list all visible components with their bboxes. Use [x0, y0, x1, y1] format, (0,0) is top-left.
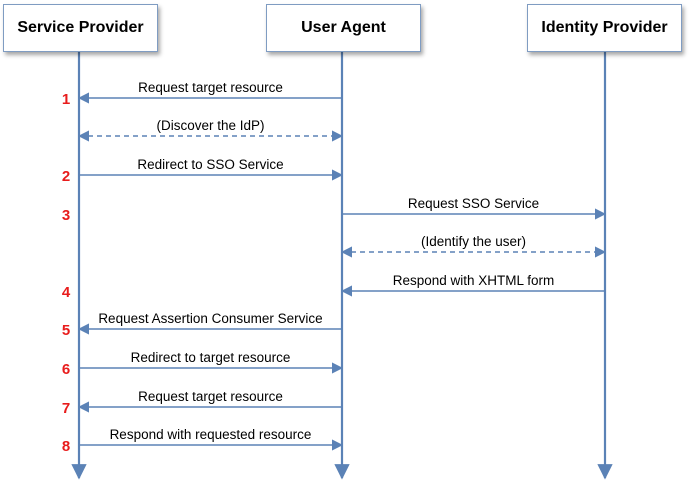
message-7: Request Assertion Consumer Service 5	[62, 311, 342, 339]
actor-identity-provider: Identity Provider	[527, 4, 682, 52]
message-5: (Identify the user)	[340, 234, 607, 258]
message-4: Request SSO Service 3	[62, 196, 607, 224]
message-label: Redirect to target resource	[131, 350, 291, 365]
message-label: Redirect to SSO Service	[137, 157, 283, 172]
message-label: (Identify the user)	[421, 234, 526, 249]
step-number: 8	[62, 438, 70, 455]
message-2: (Discover the IdP)	[77, 118, 344, 142]
step-number: 5	[62, 322, 70, 339]
step-number: 2	[62, 168, 70, 185]
message-label: (Discover the IdP)	[156, 118, 264, 133]
step-number: 6	[62, 361, 70, 378]
message-10: Respond with requested resource 8	[62, 427, 344, 455]
message-label: Request target resource	[138, 389, 283, 404]
message-label: Respond with XHTML form	[393, 273, 555, 288]
step-number: 3	[62, 207, 70, 224]
step-number: 1	[62, 91, 70, 108]
message-3: Redirect to SSO Service 2	[62, 157, 344, 185]
actor-label-service-provider: Service Provider	[17, 19, 144, 36]
message-8: Redirect to target resource 6	[62, 350, 344, 378]
actor-user-agent: User Agent	[266, 4, 421, 52]
step-number: 7	[62, 400, 70, 417]
message-6: Respond with XHTML form 4	[62, 273, 605, 301]
message-label: Request Assertion Consumer Service	[98, 311, 322, 326]
step-number: 4	[62, 284, 71, 301]
actor-label-identity-provider: Identity Provider	[541, 19, 668, 36]
message-label: Respond with requested resource	[110, 427, 312, 442]
message-label: Request SSO Service	[408, 196, 539, 211]
message-1: Request target resource 1	[62, 80, 342, 108]
message-label: Request target resource	[138, 80, 283, 95]
actor-label-user-agent: User Agent	[301, 19, 386, 36]
message-9: Request target resource 7	[62, 389, 342, 417]
actor-service-provider: Service Provider	[3, 4, 158, 52]
